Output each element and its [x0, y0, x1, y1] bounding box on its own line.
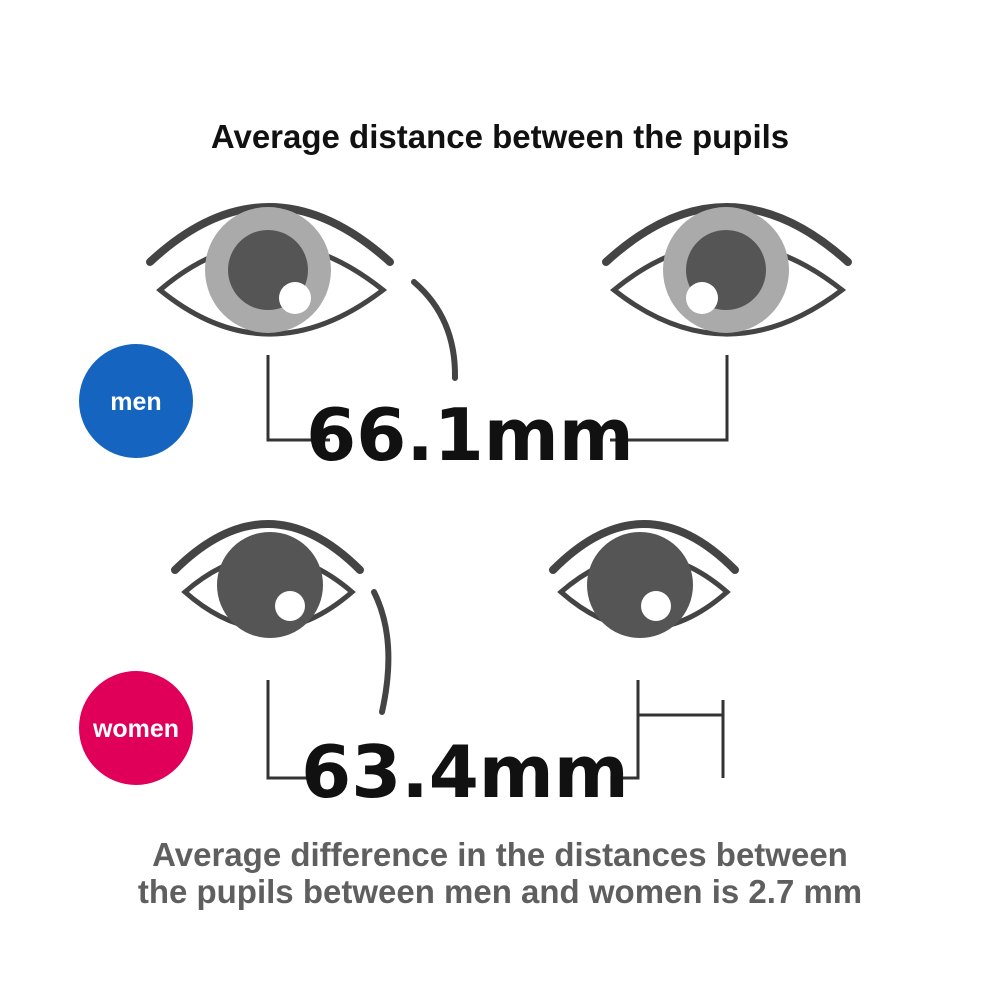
- men-left-eye-icon: [146, 203, 394, 337]
- men-curve-arrow: [411, 279, 459, 381]
- women-distance-label: 63.4mm: [301, 730, 629, 814]
- women-measure-bracket: [266, 680, 725, 780]
- men-right-eye-icon: [602, 203, 852, 337]
- footer-line-1: Average difference in the distances betw…: [152, 836, 848, 873]
- page-title: Average distance between the pupils: [210, 118, 790, 155]
- men-measure-bracket: [266, 355, 729, 442]
- footer-note: Average difference in the distances betw…: [0, 836, 1000, 910]
- women-badge: women: [79, 671, 193, 785]
- men-badge-label: men: [110, 388, 161, 416]
- women-left-eye-icon: [171, 520, 364, 638]
- men-distance-label: 66.1mm: [306, 393, 634, 477]
- men-badge: men: [79, 344, 193, 458]
- women-badge-label: women: [92, 715, 179, 743]
- footer-line-2: the pupils between men and women is 2.7 …: [137, 873, 863, 910]
- women-right-eye-icon: [549, 520, 739, 638]
- women-curve-arrow: [371, 589, 392, 715]
